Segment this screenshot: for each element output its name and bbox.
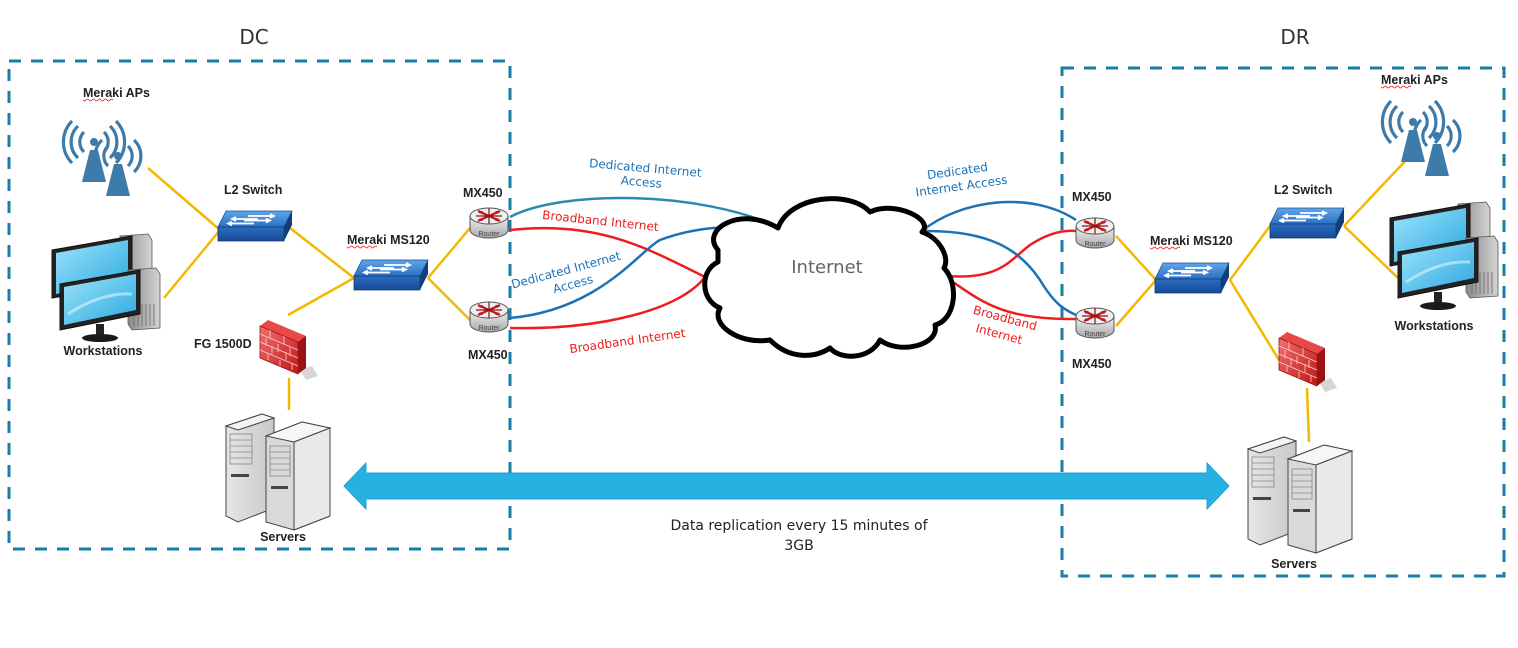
dr-core-switch-label: Meraki MS120: [1150, 234, 1233, 248]
firewall-icon: [259, 319, 319, 381]
dr-site-title: DR: [1280, 25, 1309, 49]
internet-label: Internet: [791, 257, 862, 278]
link-l2switch-to-ms120: [289, 227, 355, 279]
dc-servers-label: Servers: [260, 530, 306, 544]
dc-router-bottom-label: MX450: [468, 348, 508, 362]
link-firewall-to-ms120: [287, 276, 355, 317]
wireless-ap-icon: [61, 119, 143, 198]
replication-caption-line2: 3GB: [784, 538, 813, 554]
dr-workstations-label: Workstations: [1395, 319, 1474, 333]
workstations-icon: [1388, 200, 1500, 312]
switch-icon: [1269, 207, 1345, 239]
link-workstations-to-l2switch: [163, 229, 221, 299]
dr-workstations[interactable]: [1388, 200, 1500, 312]
switch-icon: [217, 210, 293, 242]
dc-site-title: DC: [239, 25, 268, 49]
dr-aps-label: Meraki APs: [1381, 73, 1448, 87]
spellcheck-underline: [346, 245, 378, 249]
dc-router-top-label: MX450: [463, 186, 503, 200]
switch-icon: [353, 259, 429, 291]
dc-core-switch-label: Meraki MS120: [347, 233, 430, 247]
router-badge: Router: [478, 325, 500, 332]
dr-broadband-link-top: [946, 229, 1077, 278]
replication-double-arrow: [343, 461, 1230, 511]
servers-icon: [1247, 436, 1353, 554]
dr-l2-switch[interactable]: [1269, 207, 1345, 239]
dc-aps-label: Meraki APs: [83, 86, 150, 100]
dc-core-switch[interactable]: [353, 259, 429, 291]
link-dr-router-bottom-to-ms120: [1115, 279, 1157, 327]
link-aps-to-l2switch: [147, 167, 221, 231]
link-dr-l2switch-to-workstations: [1343, 225, 1399, 279]
dr-servers[interactable]: [1247, 436, 1353, 554]
dr-wan-links: [921, 200, 1077, 321]
dc-l2-switch[interactable]: [217, 210, 293, 242]
dc-lan-links: [147, 167, 471, 410]
dc-router-bottom[interactable]: Router: [468, 300, 510, 334]
link-dr-l2switch-to-aps: [1343, 155, 1411, 227]
dc-workstations[interactable]: [50, 232, 162, 344]
link-dr-ms120-to-l2switch: [1228, 225, 1272, 281]
wireless-ap-icon: [1380, 99, 1462, 178]
dc-dedicated-link-top: [509, 196, 781, 230]
router-badge: Router: [478, 231, 500, 238]
dc-broadband-link-bottom: [509, 276, 706, 330]
dr-dedicated-label: Dedicated Internet Access: [915, 160, 1009, 200]
dc-workstations-label: Workstations: [64, 344, 143, 358]
dc-site-boundary: [7, 59, 512, 551]
dc-broadband-link-top: [509, 226, 706, 279]
spellcheck-underline: [1149, 246, 1181, 250]
dr-router-top-label: MX450: [1072, 190, 1112, 204]
dr-broadband-link-bottom: [946, 276, 1077, 321]
link-dr-ms120-to-firewall: [1228, 279, 1281, 361]
dr-site-boundary: [1060, 66, 1506, 578]
link-dr-firewall-to-servers: [1305, 387, 1311, 443]
link-dr-router-top-to-ms120: [1115, 235, 1157, 281]
dc-router-top[interactable]: Router: [468, 206, 510, 240]
link-ms120-to-router-top: [427, 227, 471, 279]
dc-dedicated-label-bottom: Dedicated Internet Access: [510, 249, 623, 296]
dr-router-top[interactable]: Router: [1074, 216, 1116, 250]
spellcheck-underline: [82, 98, 114, 102]
dr-core-switch[interactable]: [1154, 262, 1230, 294]
internet-cloud: [702, 196, 956, 359]
dc-meraki-aps[interactable]: [61, 119, 143, 198]
link-ms120-to-router-bottom: [427, 277, 471, 321]
switch-icon: [1154, 262, 1230, 294]
dr-dedicated-link-bottom: [921, 229, 1077, 317]
workstations-icon: [50, 232, 162, 344]
dr-firewall[interactable]: [1278, 331, 1338, 393]
router-badge: Router: [1084, 241, 1106, 248]
dr-router-bottom[interactable]: Router: [1074, 306, 1116, 340]
dc-broadband-label-top: Broadband Internet: [542, 208, 660, 234]
dr-dedicated-link-top: [921, 200, 1077, 232]
dc-servers[interactable]: [225, 413, 331, 531]
servers-icon: [225, 413, 331, 531]
router-badge: Router: [1084, 331, 1106, 338]
replication-caption-line1: Data replication every 15 minutes of: [670, 518, 928, 534]
dc-l2-switch-label: L2 Switch: [224, 183, 282, 197]
dr-lan-links: [1115, 155, 1411, 443]
dc-broadband-label-bottom: Broadband Internet: [569, 326, 687, 356]
dc-firewall[interactable]: [259, 319, 319, 381]
firewall-icon: [1278, 331, 1338, 393]
dr-router-bottom-label: MX450: [1072, 357, 1112, 371]
dr-meraki-aps[interactable]: [1380, 99, 1462, 178]
dc-firewall-label: FG 1500D: [194, 337, 252, 351]
spellcheck-underline: [1380, 85, 1412, 89]
dc-dedicated-label-top: Dedicated Internet Access: [589, 156, 703, 191]
dr-l2-switch-label: L2 Switch: [1274, 183, 1332, 197]
dr-servers-label: Servers: [1271, 557, 1317, 571]
dc-dedicated-label-top-line2: Access: [620, 173, 662, 191]
